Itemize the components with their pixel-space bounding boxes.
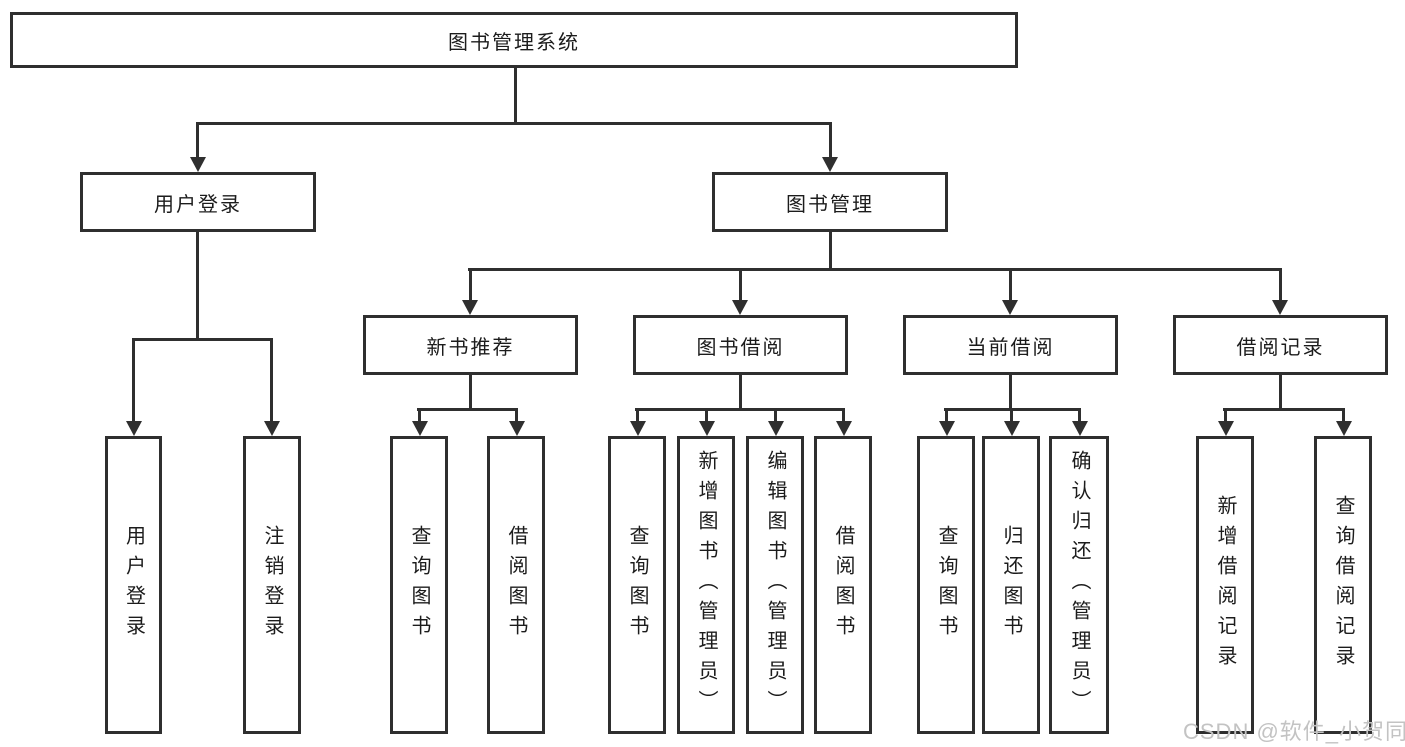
leaf-confirm-return-admin: 确认归还（管理员） — [1049, 436, 1109, 734]
leaf-add-borrow-record: 新增借阅记录 — [1196, 436, 1254, 734]
node-user-login-branch: 用户登录 — [80, 172, 316, 232]
connector-stem — [270, 338, 273, 422]
leaf-borrow-books: 借阅图书 — [814, 436, 872, 734]
leaf-logout: 注销登录 — [243, 436, 301, 734]
leaf-edit-books-admin: 编辑图书（管理员） — [746, 436, 804, 734]
connector-stem — [1224, 408, 1227, 424]
connector-stem — [829, 122, 832, 160]
connector-stem — [1009, 375, 1012, 408]
arrow-down-icon — [509, 421, 525, 436]
arrow-down-icon — [836, 421, 852, 436]
arrow-down-icon — [1072, 421, 1088, 436]
leaf-query-borrow-record-label: 查询借阅记录 — [1332, 495, 1354, 675]
connector-stem — [1010, 408, 1013, 424]
connector-stem — [842, 408, 845, 424]
leaf-query-books-borrow-label: 查询图书 — [626, 525, 648, 645]
connector-stem — [196, 232, 199, 338]
arrow-down-icon — [822, 157, 838, 172]
arrow-down-icon — [699, 421, 715, 436]
connector-stem — [132, 338, 135, 422]
connector-split — [132, 338, 273, 341]
connector-stem — [469, 375, 472, 408]
leaf-query-books-borrow: 查询图书 — [608, 436, 666, 734]
leaf-return-books: 归还图书 — [982, 436, 1040, 734]
arrow-down-icon — [462, 300, 478, 315]
arrow-down-icon — [412, 421, 428, 436]
leaf-return-books-label: 归还图书 — [1000, 525, 1022, 645]
node-book-management-branch: 图书管理 — [712, 172, 948, 232]
node-borrow-records-label: 借阅记录 — [1236, 336, 1325, 359]
node-root-label: 图书管理系统 — [448, 31, 580, 54]
connector-split — [635, 408, 845, 411]
leaf-user-login-label: 用户登录 — [122, 525, 145, 645]
connector-split — [417, 408, 518, 411]
leaf-edit-books-admin-label: 编辑图书（管理员） — [764, 450, 786, 720]
connector-stem — [829, 232, 832, 268]
node-new-book-recommend-label: 新书推荐 — [426, 336, 515, 359]
leaf-query-books-recommend-label: 查询图书 — [408, 525, 430, 645]
node-current-borrow-label: 当前借阅 — [966, 336, 1055, 359]
node-root: 图书管理系统 — [10, 12, 1018, 68]
arrow-down-icon — [1002, 300, 1018, 315]
leaf-query-books-current-label: 查询图书 — [935, 525, 957, 645]
connector-stem — [196, 122, 199, 160]
arrow-down-icon — [732, 300, 748, 315]
connector-stem — [515, 408, 518, 424]
leaf-query-books-current: 查询图书 — [917, 436, 975, 734]
arrow-down-icon — [190, 157, 206, 172]
connector-level1 — [196, 122, 832, 125]
arrow-down-icon — [1004, 421, 1020, 436]
node-book-management-branch-label: 图书管理 — [786, 193, 874, 216]
connector-stem — [1078, 408, 1081, 424]
node-book-borrow: 图书借阅 — [633, 315, 848, 375]
connector-stem — [945, 408, 948, 424]
connector-stem — [1279, 268, 1282, 302]
node-user-login-branch-label: 用户登录 — [154, 193, 242, 216]
node-borrow-records: 借阅记录 — [1173, 315, 1388, 375]
arrow-down-icon — [264, 421, 280, 436]
connector-stem — [636, 408, 639, 424]
connector-stem — [1279, 375, 1282, 408]
arrow-down-icon — [768, 421, 784, 436]
connector-stem — [1342, 408, 1345, 424]
leaf-borrow-books-recommend: 借阅图书 — [487, 436, 545, 734]
connector-split — [1223, 408, 1345, 411]
arrow-down-icon — [1272, 300, 1288, 315]
connector-stem — [1009, 268, 1012, 302]
leaf-add-books-admin-label: 新增图书（管理员） — [695, 450, 717, 720]
connector-trunk — [514, 68, 517, 124]
arrow-down-icon — [630, 421, 646, 436]
csdn-watermark: CSDN @软件_小贺同学 — [1183, 719, 1405, 744]
leaf-user-login: 用户登录 — [105, 436, 162, 734]
arrow-down-icon — [939, 421, 955, 436]
connector-stem — [705, 408, 708, 424]
connector-stem — [469, 268, 472, 302]
arrow-down-icon — [1218, 421, 1234, 436]
arrow-down-icon — [1336, 421, 1352, 436]
leaf-query-borrow-record: 查询借阅记录 — [1314, 436, 1372, 734]
connector-stem — [739, 268, 742, 302]
leaf-borrow-books-label: 借阅图书 — [832, 525, 854, 645]
arrow-down-icon — [126, 421, 142, 436]
leaf-borrow-books-recommend-label: 借阅图书 — [505, 525, 527, 645]
connector-stem — [418, 408, 421, 424]
leaf-query-books-recommend: 查询图书 — [390, 436, 448, 734]
node-book-borrow-label: 图书借阅 — [696, 336, 785, 359]
connector-stem — [739, 375, 742, 408]
leaf-add-books-admin: 新增图书（管理员） — [677, 436, 735, 734]
leaf-add-borrow-record-label: 新增借阅记录 — [1214, 495, 1236, 675]
connector-level2 — [468, 268, 1282, 271]
connector-stem — [774, 408, 777, 424]
node-current-borrow: 当前借阅 — [903, 315, 1118, 375]
node-new-book-recommend: 新书推荐 — [363, 315, 578, 375]
leaf-logout-label: 注销登录 — [261, 525, 283, 645]
leaf-confirm-return-admin-label: 确认归还（管理员） — [1068, 450, 1090, 720]
